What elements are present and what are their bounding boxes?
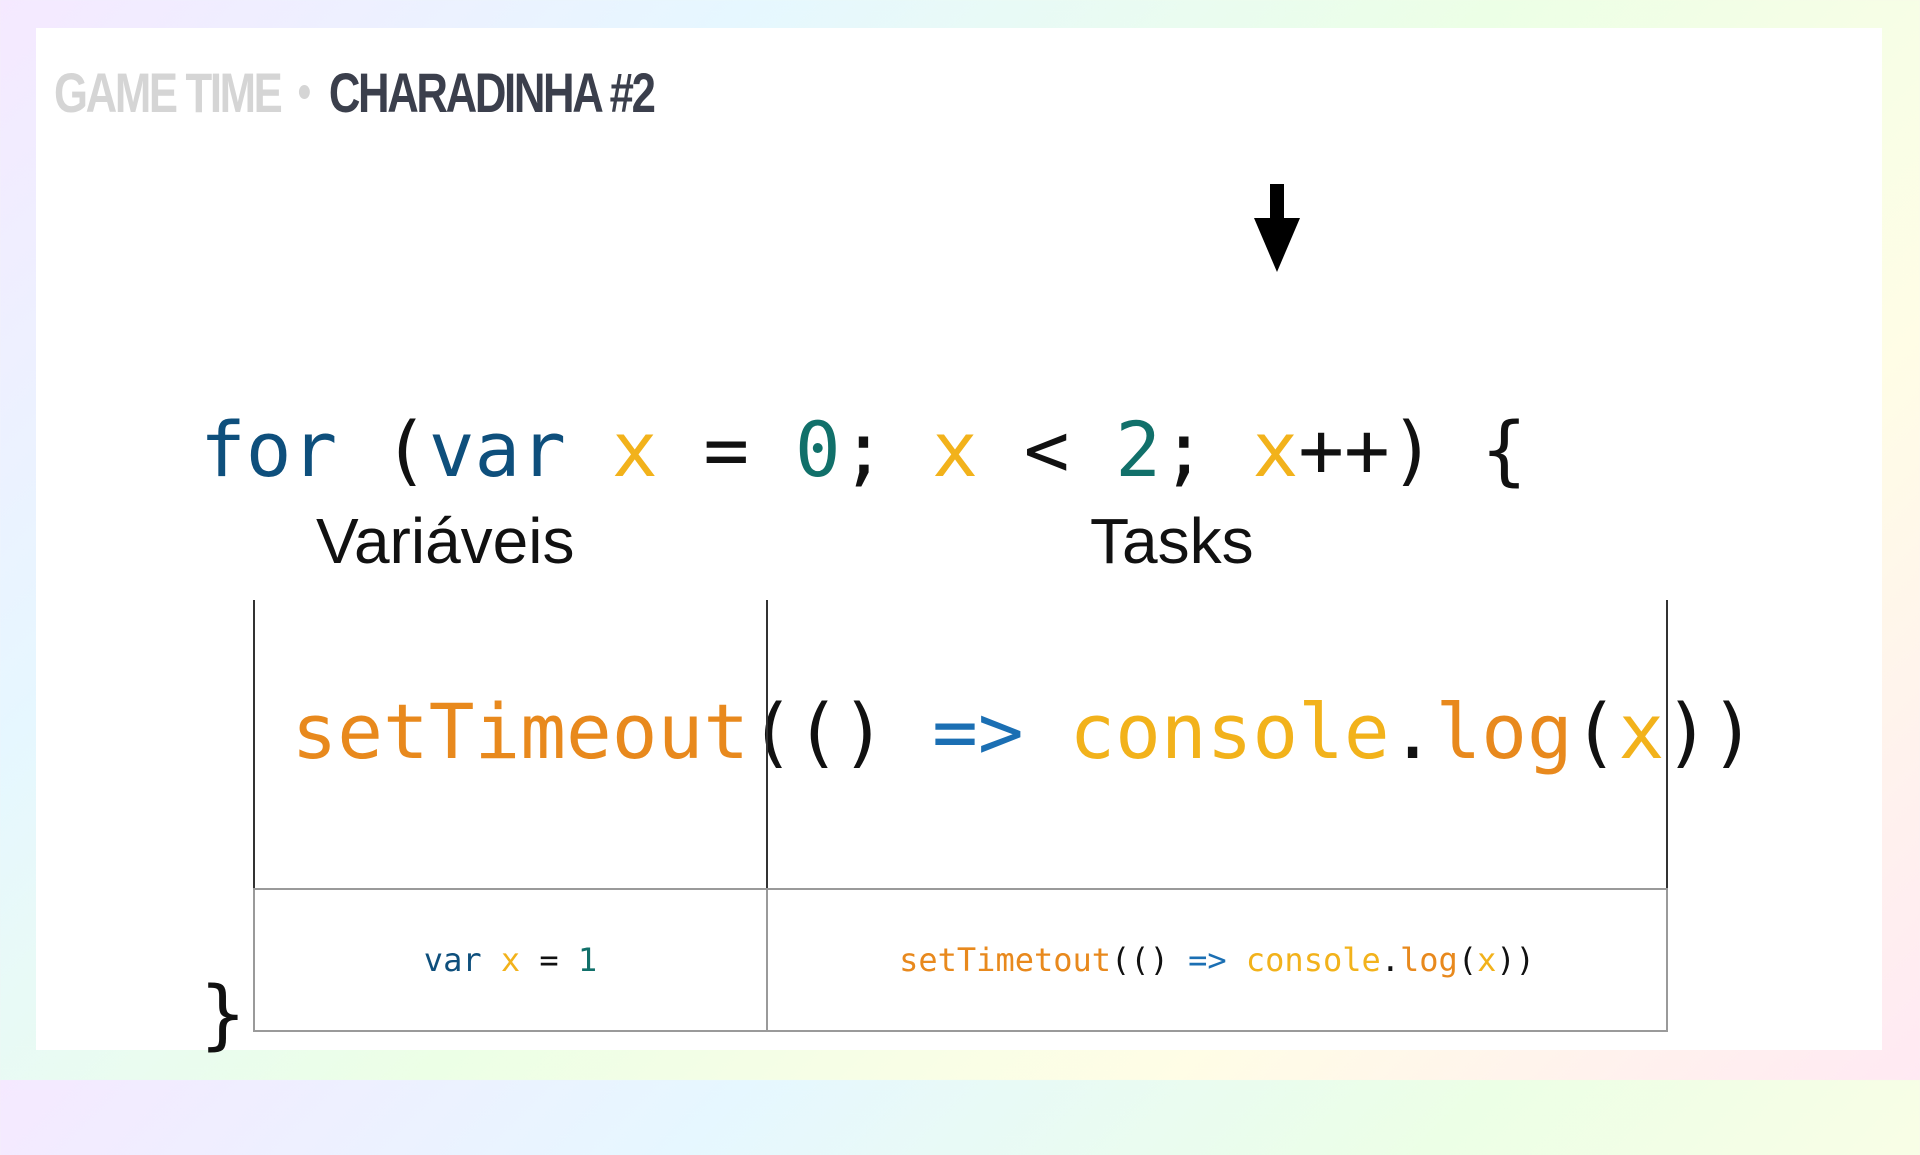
code-close-parens: )): [1664, 687, 1756, 776]
code-x-declaration: x: [611, 405, 658, 494]
code-var-keyword: var: [428, 405, 567, 494]
code-increment-brace: ++) {: [1298, 405, 1528, 494]
code-x-condition: x: [932, 405, 978, 494]
code-console: console: [1069, 687, 1390, 776]
arrow-down-icon: [1254, 184, 1300, 272]
task-log: log: [1400, 941, 1458, 979]
task-console: console: [1245, 941, 1381, 979]
code-line-3: }: [200, 969, 246, 1058]
code-equals: =: [657, 405, 795, 494]
tasks-right-border: [1666, 600, 1668, 890]
code-two: 2: [1115, 405, 1161, 494]
var-equals: =: [520, 941, 578, 979]
header-game-time: GAME TIME: [54, 60, 283, 124]
header-separator-dot: [299, 85, 311, 99]
code-block: for (var x = 0; x < 2; x++) { setTimeout…: [200, 215, 1756, 1155]
code-semicolon-2: ;: [1160, 405, 1253, 494]
code-semicolon-1: ;: [840, 405, 933, 494]
code-log: log: [1435, 687, 1573, 776]
task-log-paren: (: [1457, 941, 1478, 979]
var-x: x: [500, 941, 521, 979]
variables-column-title: Variáveis: [316, 505, 575, 577]
code-space: [566, 405, 612, 494]
task-arrow-operator: =>: [1188, 941, 1227, 979]
code-log-x: x: [1618, 687, 1665, 776]
header-title: CHARADINHA #2: [328, 60, 656, 124]
code-arrow-params: ((): [749, 687, 933, 776]
task-log-x: x: [1477, 941, 1497, 979]
task-settimeout: setTimetout: [899, 941, 1112, 979]
task-space: [1227, 941, 1246, 979]
column-divider: [766, 600, 768, 890]
code-zero: 0: [794, 405, 841, 494]
variables-stack-item: var x = 1: [253, 888, 768, 1032]
code-less-than: <: [977, 405, 1116, 494]
code-for-keyword: for: [200, 405, 338, 494]
var-value: 1: [577, 941, 598, 979]
code-line-2: setTimeout(() => console.log(x)): [200, 685, 1756, 779]
slide: GAME TIME CHARADINHA #2: [36, 28, 1882, 1050]
code-x-increment: x: [1252, 405, 1299, 494]
slide-header: GAME TIME CHARADINHA #2: [54, 52, 656, 132]
tasks-column-title: Tasks: [1090, 505, 1254, 577]
task-close-parens: )): [1496, 941, 1535, 979]
code-line-1: for (var x = 0; x < 2; x++) {: [200, 403, 1756, 497]
variables-left-border: [253, 600, 255, 890]
task-arrow-params: ((): [1111, 941, 1189, 979]
code-indent: [200, 687, 292, 776]
task-dot: .: [1380, 941, 1401, 979]
var-space: [482, 941, 501, 979]
task-queue-item: setTimetout(() => console.log(x)): [766, 888, 1668, 1032]
code-dot: .: [1389, 687, 1436, 776]
var-keyword: var: [423, 941, 482, 979]
code-space-2: [1024, 687, 1070, 776]
code-log-paren: (: [1572, 687, 1619, 776]
code-arrow-operator: =>: [932, 687, 1024, 776]
code-paren-open: (: [337, 405, 429, 494]
code-settimeout: setTimeout: [291, 687, 750, 776]
